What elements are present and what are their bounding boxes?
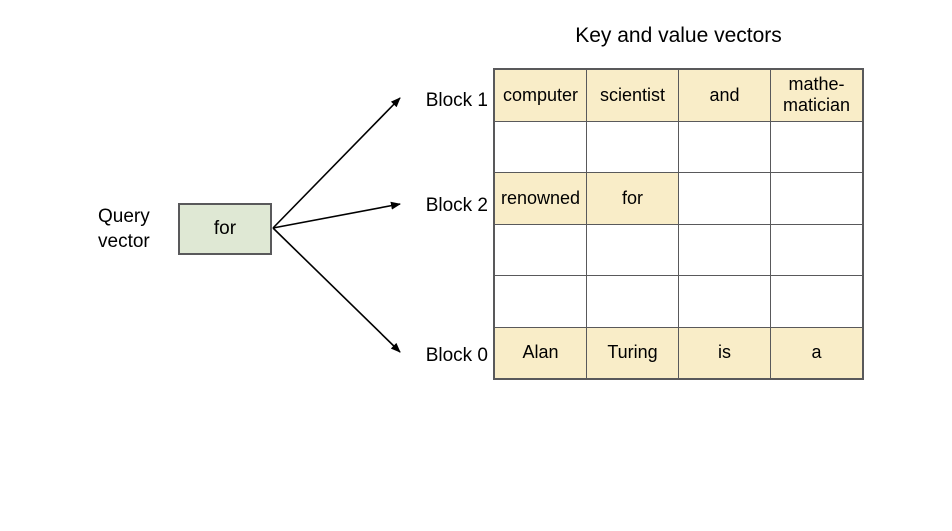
query-vector-label: Query vector [98,204,174,254]
grid-cell-text-wrap: mathe-matician [783,74,850,116]
grid-cell-r3-c1[interactable] [587,224,679,275]
grid-cell-text: is [718,342,731,363]
grid-row: renowned for [495,173,862,225]
arrow-to-block-1 [272,97,401,229]
grid-row [495,224,862,276]
grid-row: computer scientist and mathe-matician [495,70,862,122]
grid-cell-text: matician [782,95,851,116]
grid-cell-text: a [811,342,822,363]
grid-cell-r2-c3[interactable] [771,173,862,224]
grid-row: Alan Turing is a [495,327,862,378]
query-vector-label-line2: vector [98,231,150,252]
query-vector-token: for [213,218,237,239]
grid-cell-text: renowned [500,187,581,208]
grid-row [495,121,862,173]
grid-cell-r4-c3[interactable] [771,276,862,327]
grid-cell-text: and [709,84,740,105]
arrow-to-block-0 [272,227,401,353]
grid-cell-text: for [621,187,643,208]
query-vector-label-line1: Query [98,206,150,227]
grid-cell-text: mathe- [788,74,845,95]
grid-cell-r2-c1[interactable]: for [587,173,679,224]
grid-cell-text: Alan [522,342,559,363]
grid-cell-r4-c1[interactable] [587,276,679,327]
grid-cell-r3-c2[interactable] [679,224,771,275]
grid-cell-r5-c1[interactable]: Turing [587,327,679,378]
key-value-vectors-grid: computer scientist and mathe-matician renown… [493,68,864,380]
grid-cell-r3-c3[interactable] [771,224,862,275]
grid-cell-r0-c0[interactable]: computer [495,70,587,121]
block-label-block-2: Block 2 [425,195,488,216]
query-vector-box[interactable]: for [178,203,272,255]
grid-cell-r0-c1[interactable]: scientist [587,70,679,121]
block-label-block-0: Block 0 [425,345,488,366]
grid-cell-r1-c0[interactable] [495,121,587,172]
grid-cell-text: scientist [599,84,666,105]
grid-cell-text: computer [502,84,579,105]
grid-cell-r5-c0[interactable]: Alan [495,327,587,378]
grid-cell-r4-c0[interactable] [495,276,587,327]
grid-cell-r4-c2[interactable] [679,276,771,327]
grid-cell-r3-c0[interactable] [495,224,587,275]
grid-cell-r0-c3[interactable]: mathe-matician [771,70,862,121]
grid-cell-r2-c2[interactable] [679,173,771,224]
grid-cell-text: Turing [607,342,658,363]
grid-cell-r1-c1[interactable] [587,121,679,172]
grid-row [495,276,862,328]
grid-cell-r0-c2[interactable]: and [679,70,771,121]
arrow-to-block-2 [272,201,401,229]
grid-cell-r2-c0[interactable]: renowned [495,173,587,224]
page-title: Key and value vectors [575,24,782,47]
block-label-block-1: Block 1 [425,90,488,111]
grid-cell-r1-c3[interactable] [771,121,862,172]
grid-cell-r5-c2[interactable]: is [679,327,771,378]
grid-cell-r5-c3[interactable]: a [771,327,862,378]
grid-cell-r1-c2[interactable] [679,121,771,172]
